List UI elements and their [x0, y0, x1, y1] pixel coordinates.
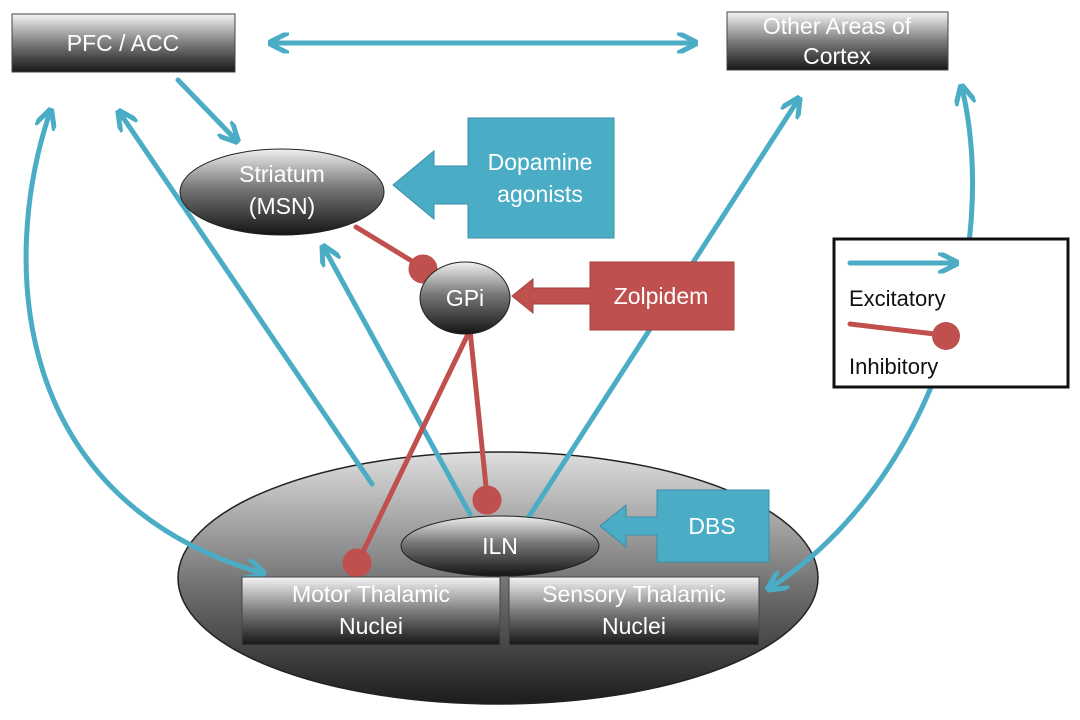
motor-nuclei-label-line1: Motor Thalamic: [292, 581, 450, 607]
iln-label: ILN: [482, 533, 518, 559]
legend-inhibitory-line: [847, 321, 938, 337]
legend-inhibitory-head: [932, 322, 960, 350]
sensory-nuclei-label-line1: Sensory Thalamic: [542, 581, 726, 607]
dbs-intervention: DBS: [599, 489, 770, 563]
striatum-label-line1: Striatum: [239, 161, 325, 187]
dopamine-agonists-intervention: Dopamine agonists: [392, 117, 615, 239]
motor-nuclei-label-line2: Nuclei: [339, 613, 403, 639]
arrow-pfc-striatum: [175, 77, 236, 140]
arrow-iln-striatum: [324, 248, 473, 517]
legend: Excitatory Inhibitory: [832, 237, 1070, 389]
arrow-pfc-motor-nuclei: [23, 112, 262, 573]
inhibit-striatum-gpi-line: [353, 224, 423, 269]
gpi-node: GPi: [419, 261, 511, 335]
inhibit-gpi-motor-line: [356, 327, 473, 563]
motor-thalamic-nuclei-node: Motor Thalamic Nuclei: [241, 576, 501, 646]
striatum-node: Striatum (MSN): [179, 148, 385, 236]
zolpidem-intervention: Zolpidem: [511, 261, 735, 331]
striatum-label-line2: (MSN): [249, 193, 315, 219]
sensory-thalamic-nuclei-node: Sensory Thalamic Nuclei: [508, 576, 760, 646]
gpi-label: GPi: [446, 285, 484, 311]
dopamine-label-line1: Dopamine: [488, 149, 593, 175]
iln-node: ILN: [400, 515, 600, 577]
legend-excitatory-label: Excitatory: [849, 286, 946, 311]
dbs-label: DBS: [688, 513, 735, 539]
legend-inhibitory-label: Inhibitory: [849, 354, 938, 379]
other-cortex-node: Other Areas of Cortex: [726, 11, 949, 71]
other-cortex-label-line1: Other Areas of: [763, 13, 912, 39]
inhibit-gpi-motor-head: [342, 548, 372, 578]
dopamine-label-line2: agonists: [497, 181, 583, 207]
inhibit-gpi-iln-head: [472, 485, 502, 515]
other-cortex-label-line2: Cortex: [803, 43, 871, 69]
inhibit-gpi-iln-line: [467, 327, 490, 499]
zolpidem-label: Zolpidem: [614, 283, 709, 309]
pfc-acc-node: PFC / ACC: [11, 13, 236, 73]
pfc-acc-label: PFC / ACC: [67, 30, 179, 56]
sensory-nuclei-label-line2: Nuclei: [602, 613, 666, 639]
